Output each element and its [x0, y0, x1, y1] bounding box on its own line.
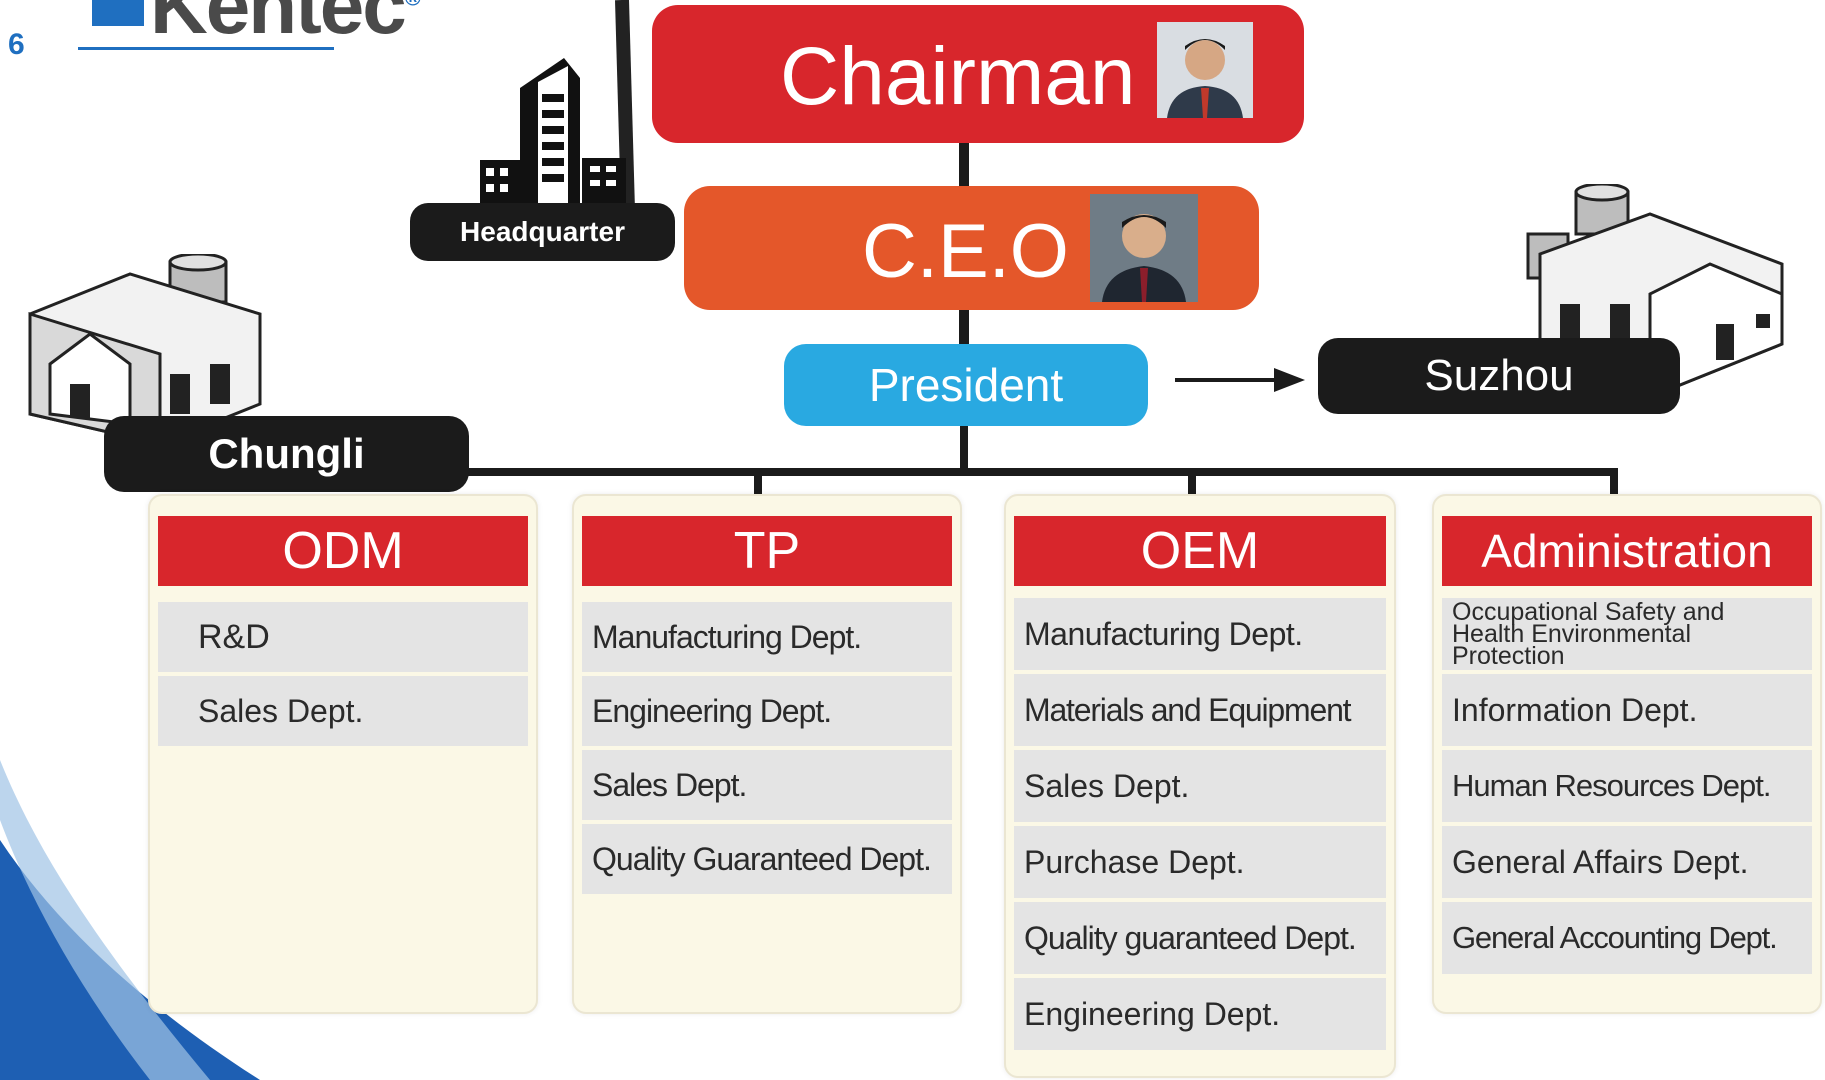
chungli-factory-icon — [28, 254, 262, 446]
department-row: Manufacturing Dept. — [582, 602, 952, 672]
ceo-label: C.E.O — [862, 209, 1069, 294]
chairman-label: Chairman — [780, 31, 1136, 122]
logo-underline — [78, 47, 334, 50]
headquarter-label: Headquarter — [410, 203, 675, 261]
department-row: Sales Dept. — [158, 676, 528, 746]
department-row: General Affairs Dept. — [1442, 826, 1812, 898]
division-administration: Administration Occupational Safety and H… — [1432, 494, 1822, 1014]
department-row: Occupational Safety and Health Environme… — [1442, 598, 1812, 670]
department-row: Sales Dept. — [1014, 750, 1386, 822]
ceo-photo — [1090, 194, 1198, 302]
department-row: Purchase Dept. — [1014, 826, 1386, 898]
department-row: Engineering Dept. — [1014, 978, 1386, 1050]
department-row: Human Resources Dept. — [1442, 750, 1812, 822]
division-header: TP — [582, 516, 952, 586]
division-header: Administration — [1442, 516, 1812, 586]
arrow-right-icon — [1274, 368, 1305, 392]
division-odm: ODM R&D Sales Dept. — [148, 494, 538, 1014]
department-row: Sales Dept. — [582, 750, 952, 820]
department-row: Information Dept. — [1442, 674, 1812, 746]
department-row: Quality Guaranteed Dept. — [582, 824, 952, 894]
logo-square-icon — [92, 0, 144, 26]
department-row: Engineering Dept. — [582, 676, 952, 746]
department-row: General Accounting Dept. — [1442, 902, 1812, 974]
department-row: Quality guaranteed Dept. — [1014, 902, 1386, 974]
logo-text: Kentec — [150, 0, 407, 50]
department-row: Materials and Equipment — [1014, 674, 1386, 746]
chairman-photo — [1157, 22, 1253, 118]
president-box: President — [784, 344, 1148, 426]
division-oem: OEM Manufacturing Dept. Materials and Eq… — [1004, 494, 1396, 1078]
headquarter-building-icon — [480, 58, 626, 204]
suzhou-label: Suzhou — [1318, 338, 1680, 414]
department-row: R&D — [158, 602, 528, 672]
division-header: ODM — [158, 516, 528, 586]
division-header: OEM — [1014, 516, 1386, 586]
department-row: Manufacturing Dept. — [1014, 598, 1386, 670]
slide-number: 6 — [8, 28, 25, 61]
logo-mark: ® — [405, 0, 421, 10]
company-logo: Kentec® — [150, 0, 421, 46]
chungli-label: Chungli — [104, 416, 469, 492]
division-tp: TP Manufacturing Dept. Engineering Dept.… — [572, 494, 962, 1014]
